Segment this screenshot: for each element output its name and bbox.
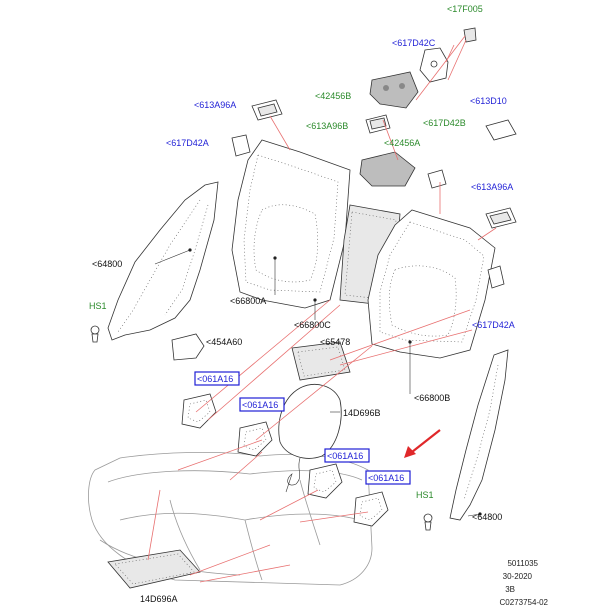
cover-613a96a-right	[485, 207, 517, 229]
boxed-callout-061a16-1: <061A16	[194, 371, 240, 386]
right-side-trim-panel	[449, 349, 509, 521]
label-617d42b: <617D42B	[423, 118, 466, 128]
screw-hs1-left	[90, 325, 100, 343]
label-617d42c: <617D42C	[392, 38, 436, 48]
footer-line-3: 3B	[505, 585, 515, 594]
label-42456a: <42456A	[384, 138, 420, 148]
seat-back-frame-left	[231, 139, 351, 309]
clip-061a16-2	[237, 421, 273, 457]
label-061a16-1: <061A16	[197, 374, 233, 384]
label-65478: <65478	[320, 337, 350, 347]
clip-061a16-4	[353, 491, 389, 527]
label-64800-right: <64800	[472, 512, 502, 522]
callout-labels: <17F005 <617D42C <42456B <613A96A <613D1…	[89, 4, 515, 604]
footer-line-2: 30-2020	[503, 572, 533, 581]
boxed-callout-061a16-3: <061A16	[324, 448, 370, 463]
label-617d42a-right: <617D42A	[472, 320, 515, 330]
label-66800a: <66800A	[230, 296, 266, 306]
footer-line-4: C0273754-02	[500, 598, 549, 607]
label-42456b: <42456B	[315, 91, 351, 101]
callout-leaders	[154, 248, 482, 517]
label-061a16-4: <061A16	[368, 473, 404, 483]
boxed-callout-061a16-4: <061A16	[365, 470, 411, 485]
label-613d10: <613D10	[470, 96, 507, 106]
label-617d42a-left: <617D42A	[166, 138, 209, 148]
label-64800-left: <64800	[92, 259, 122, 269]
cover-613d10	[485, 119, 517, 141]
guide-42456b	[369, 71, 419, 109]
bracket-617d42b	[427, 169, 447, 189]
direction-arrow	[404, 429, 441, 458]
boxed-callout-061a16-2: <061A16	[239, 397, 285, 412]
guide-42456a	[359, 151, 416, 187]
label-061a16-3: <061A16	[327, 451, 363, 461]
label-061a16-2: <061A16	[242, 400, 278, 410]
label-613a96b: <613A96B	[306, 121, 348, 131]
bracket-617d42a-left	[231, 134, 251, 157]
head-restraint-bracket-617d42c	[419, 47, 449, 83]
red-leader-lines	[147, 35, 497, 583]
label-14d696a: 14D696A	[140, 594, 178, 604]
screw-hs1-right	[423, 513, 433, 531]
label-hs1-right: HS1	[416, 490, 434, 500]
seat-back-frame-right	[367, 209, 496, 359]
seat-cushion-outline	[88, 451, 373, 586]
clip-061a16-3	[307, 463, 343, 499]
label-hs1-left: HS1	[89, 301, 107, 311]
heater-mat-14d696a	[107, 549, 201, 589]
cover-613a96a-top	[251, 99, 283, 121]
label-66800c: <66800C	[294, 320, 331, 330]
label-17f005: <17F005	[447, 4, 483, 14]
bracket-17f005	[463, 27, 477, 43]
label-66800b: <66800B	[414, 393, 450, 403]
label-454a60: <454A60	[206, 337, 242, 347]
footer-line-1: 5011035	[507, 559, 538, 568]
bracket-617d42a-right	[487, 265, 505, 289]
bracket-454a60	[171, 333, 205, 361]
drawing-reference-block: 5011035 30-2020 3B C0273754-02	[500, 559, 549, 607]
label-14d696b: 14D696B	[343, 408, 381, 418]
label-613a96a-right: <613A96A	[471, 182, 513, 192]
cover-613a96b	[365, 114, 391, 134]
label-613a96a-top: <613A96A	[194, 100, 236, 110]
pocket-65478	[291, 341, 351, 381]
